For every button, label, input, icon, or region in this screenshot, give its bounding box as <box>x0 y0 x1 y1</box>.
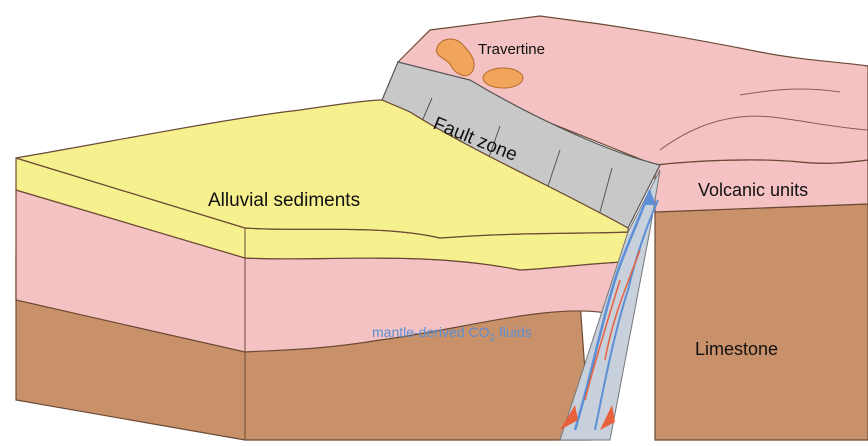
label-co2-fluids-suffix: fluids <box>495 324 532 340</box>
label-volcanic-units: Volcanic units <box>698 180 808 200</box>
label-limestone: Limestone <box>695 339 778 359</box>
label-co2-fluids-prefix: mantle-derived CO <box>372 324 490 340</box>
limestone-right <box>655 204 868 440</box>
label-travertine: Travertine <box>478 41 545 58</box>
travertine-deposit <box>483 68 523 88</box>
label-alluvial-sediments: Alluvial sediments <box>208 190 360 211</box>
